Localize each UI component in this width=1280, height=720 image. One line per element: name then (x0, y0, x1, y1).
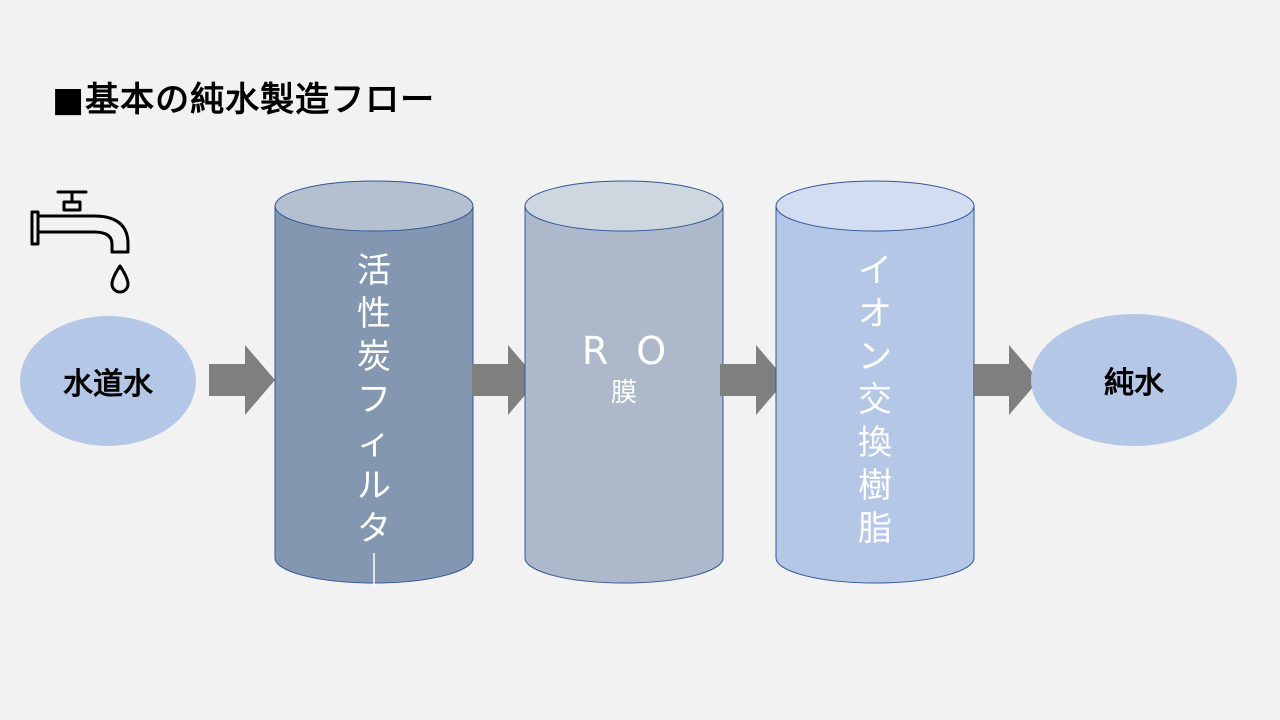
activated-carbon-filter-char: フ (357, 380, 391, 420)
pure-water-label: 純水 (1104, 366, 1164, 401)
ion-exchange-resin-label: イオン交換樹脂 (775, 250, 975, 551)
activated-carbon-filter-stage: 活性炭フィルタ｜ (274, 180, 474, 592)
ion-exchange-resin-stage: イオン交換樹脂 (775, 180, 975, 584)
activated-carbon-filter-char: ィ (357, 423, 391, 463)
ion-exchange-resin-char: イ (858, 251, 892, 291)
ion-exchange-resin-char: ン (858, 337, 892, 377)
activated-carbon-filter-char: 炭 (357, 337, 391, 377)
right-arrow-icon (209, 345, 275, 415)
page-title: ■基本の純水製造フロー (52, 80, 436, 120)
ro-membrane-stage: RO 膜 (524, 180, 724, 584)
pure-water-node: 純水 (1031, 314, 1237, 446)
ion-exchange-resin-char: 脂 (858, 509, 892, 549)
activated-carbon-filter-char: タ (357, 509, 391, 549)
activated-carbon-filter-char: 性 (357, 294, 391, 334)
ro-membrane-label: RO 膜 (524, 328, 724, 410)
ro-sub-label: 膜 (610, 378, 637, 408)
right-arrow-icon (720, 345, 786, 415)
faucet-icon (30, 190, 130, 294)
ion-exchange-resin-char: 交 (858, 380, 892, 420)
right-arrow-icon (973, 345, 1039, 415)
activated-carbon-filter-char: 活 (357, 251, 391, 291)
ion-exchange-resin-char: 樹 (858, 466, 892, 506)
activated-carbon-filter-label: 活性炭フィルタ｜ (274, 250, 474, 594)
ion-exchange-resin-char: 換 (858, 423, 892, 463)
activated-carbon-filter-char: ｜ (357, 552, 391, 592)
activated-carbon-filter-char: ル (357, 466, 391, 506)
tap-water-label: 水道水 (63, 367, 153, 402)
ion-exchange-resin-char: オ (858, 294, 892, 334)
tap-water-node: 水道水 (20, 316, 196, 446)
ro-main-label: RO (581, 329, 695, 373)
right-arrow-icon (472, 345, 538, 415)
